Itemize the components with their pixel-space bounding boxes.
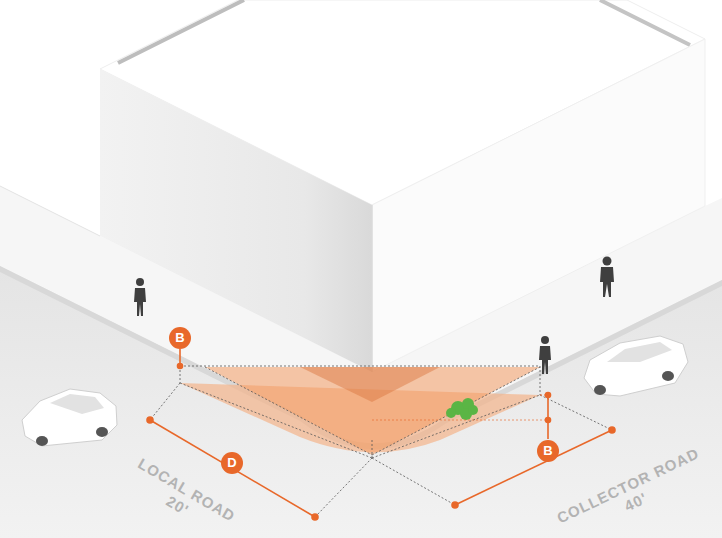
callout-letter: B xyxy=(169,327,191,349)
leader xyxy=(540,395,548,396)
sight-triangle-plane xyxy=(205,367,540,455)
sidewalk-edge xyxy=(0,186,100,236)
dotted-guides xyxy=(150,366,612,517)
building-wall xyxy=(100,69,372,372)
road-label: COLLECTOR ROAD 40' xyxy=(553,444,710,538)
pedestrian xyxy=(600,257,614,298)
building-edge xyxy=(372,205,373,372)
callout-letter: B xyxy=(537,440,559,462)
shrub xyxy=(446,398,478,420)
pedestrian xyxy=(134,278,146,316)
leader xyxy=(372,420,548,421)
car xyxy=(584,336,688,396)
parapet xyxy=(118,0,244,63)
pedestrian xyxy=(539,336,551,374)
parapet xyxy=(600,0,690,45)
sight-triangle-shadow xyxy=(300,367,440,402)
callout-letter: D xyxy=(221,452,243,474)
building-wall xyxy=(372,39,705,372)
car xyxy=(22,389,117,446)
dimension-lines xyxy=(147,349,615,520)
